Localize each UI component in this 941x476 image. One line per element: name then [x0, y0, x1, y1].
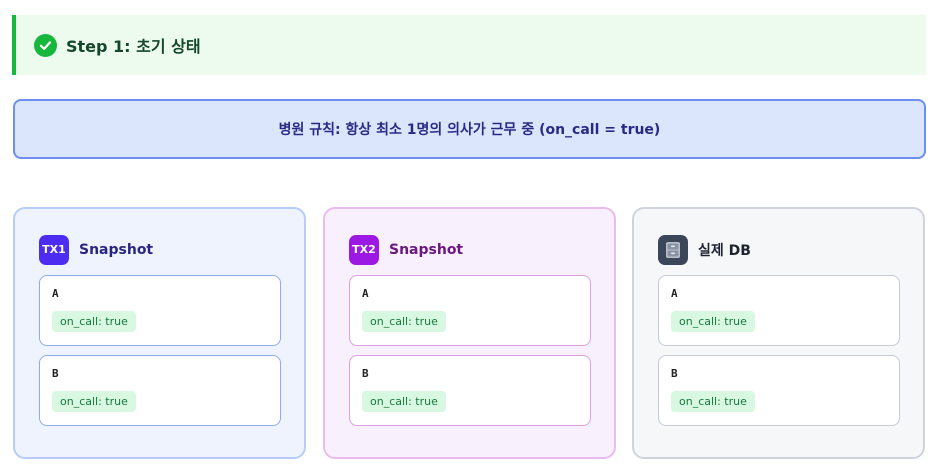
on-call-field: on_call: true	[671, 391, 755, 412]
record-name: A	[671, 287, 678, 300]
on-call-field: on_call: true	[362, 311, 446, 332]
record-name: B	[671, 367, 678, 380]
rule-text: 병원 규칙: 항상 최소 1명의 의사가 근무 중 (on_call = tru…	[278, 122, 661, 138]
panel-title: Snapshot	[389, 241, 464, 258]
rule-banner: 병원 규칙: 항상 최소 1명의 의사가 근무 중 (on_call = tru…	[13, 99, 926, 159]
tx2-badge: TX2	[349, 234, 379, 265]
step-title: Step 1: 초기 상태	[66, 37, 201, 56]
panel-header: TX2 Snapshot	[349, 233, 590, 266]
on-call-field: on_call: true	[671, 311, 755, 332]
record-name: A	[362, 287, 369, 300]
record-card: A on_call: true	[349, 275, 591, 346]
record-card: B on_call: true	[349, 355, 591, 426]
panel-title: 실제 DB	[698, 242, 751, 259]
record-name: B	[362, 367, 369, 380]
panel-title: Snapshot	[79, 241, 154, 258]
check-circle-icon	[34, 33, 57, 57]
panel-header: 실제 DB	[658, 233, 899, 266]
tx1-badge: TX1	[39, 234, 69, 265]
tx1-snapshot-panel: TX1 Snapshot A on_call: true B on_call: …	[13, 207, 306, 459]
on-call-field: on_call: true	[52, 391, 136, 412]
panel-header: TX1 Snapshot	[39, 233, 280, 266]
on-call-field: on_call: true	[362, 391, 446, 412]
tx2-snapshot-panel: TX2 Snapshot A on_call: true B on_call: …	[323, 207, 616, 459]
db-panel: 실제 DB A on_call: true B on_call: true	[632, 207, 925, 459]
database-cabinet-icon	[658, 234, 688, 265]
step-header: Step 1: 초기 상태	[12, 15, 926, 75]
record-name: A	[52, 287, 59, 300]
record-card: B on_call: true	[39, 355, 281, 426]
record-name: B	[52, 367, 59, 380]
record-card: A on_call: true	[658, 275, 900, 346]
on-call-field: on_call: true	[52, 311, 136, 332]
record-card: B on_call: true	[658, 355, 900, 426]
record-card: A on_call: true	[39, 275, 281, 346]
